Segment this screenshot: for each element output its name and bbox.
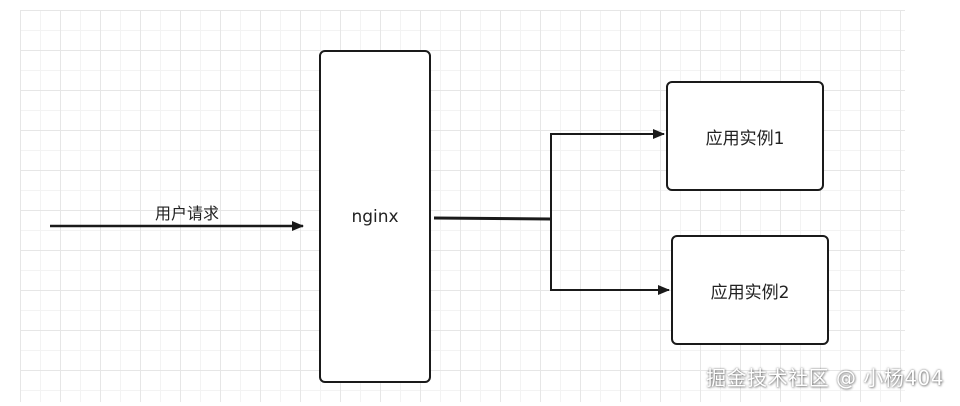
nginx-node-label: nginx [351,206,399,227]
watermark: 掘金技术社区 @ 小杨404 [706,366,944,390]
app-instance-1-node: 应用实例1 [666,81,824,191]
nginx-node: nginx [319,50,431,383]
app-instance-1-label: 应用实例1 [705,128,785,149]
nginx-output-trunk [433,216,552,221]
request-edge-label: 用户请求 [155,204,220,223]
branch-arrow-app2 [550,219,670,295]
app-instance-2-label: 应用实例2 [710,282,790,303]
branch-arrow-app1 [550,129,665,219]
grid-background [20,10,905,402]
app-instance-2-node: 应用实例2 [671,235,829,345]
